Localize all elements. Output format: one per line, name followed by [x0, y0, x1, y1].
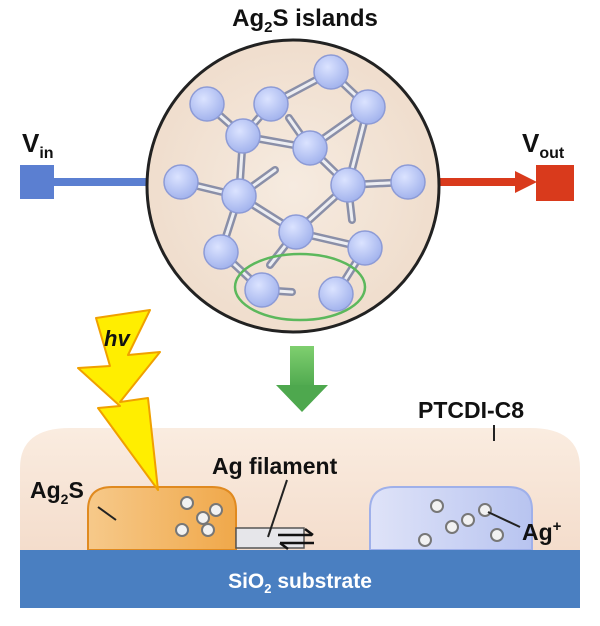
lightning-bolt-icon [77, 309, 161, 491]
island-node [292, 130, 328, 166]
vout-terminal [536, 165, 574, 201]
island-node [330, 167, 366, 203]
island-node [253, 86, 289, 122]
ag-particle [490, 528, 504, 542]
filament-leader [267, 479, 288, 538]
ag-ion-label-main: Ag [522, 519, 553, 545]
substrate-label-sub: 2 [264, 581, 271, 596]
ag-ion-label: Ag+ [522, 518, 562, 545]
ag-particle [180, 496, 194, 510]
island-node [203, 234, 239, 270]
island-node [318, 276, 354, 312]
substrate-layer [20, 550, 580, 608]
substrate-label-tail: substrate [272, 570, 372, 593]
island-node [244, 272, 280, 308]
ag2s-islands-title-tail: S islands [272, 5, 377, 32]
ag-ion-label-sup: + [553, 518, 562, 535]
filament-label: Ag filament [212, 453, 338, 479]
network-nodes [163, 54, 426, 312]
substrate-label: SiO2 substrate [228, 570, 372, 596]
ag2s-label: Ag2S [30, 477, 84, 507]
ag2s-leader [97, 506, 117, 521]
vout-label-sub: out [539, 145, 565, 162]
down-arrow [276, 346, 328, 412]
island-node [225, 118, 261, 154]
vin-terminal [20, 165, 54, 199]
reversible-arrows [278, 528, 314, 550]
ptcdi-label: PTCDI-C8 [418, 397, 524, 423]
ag2s-islands-title-main: Ag [232, 5, 264, 32]
vin-label: Vin [22, 128, 54, 162]
hv-label: hv [104, 326, 131, 351]
ag2s-islands-title-sub: 2 [264, 19, 272, 36]
highlight-ellipse [233, 252, 367, 322]
ag2s-islands-title: Ag2S islands [232, 5, 378, 36]
ag-particle [461, 513, 475, 527]
right-electrode [369, 486, 533, 551]
island-node [189, 86, 225, 122]
ag-particle [175, 523, 189, 537]
island-node [221, 178, 257, 214]
vin-label-main: V [22, 128, 40, 158]
vin-label-sub: in [39, 145, 53, 162]
ag-particle [196, 511, 210, 525]
ag2s-label-sub: 2 [61, 491, 69, 507]
ag2s-label-tail: S [68, 477, 83, 503]
island-node [313, 54, 349, 90]
ag-ion-leader [487, 511, 521, 528]
ag-particle [201, 523, 215, 537]
ag-particle [430, 499, 444, 513]
island-node [278, 214, 314, 250]
ag2s-electrode [87, 486, 237, 551]
island-node [350, 89, 386, 125]
island-node [163, 164, 199, 200]
ag-particle [418, 533, 432, 547]
substrate-label-main: SiO [228, 570, 264, 593]
ag-particle [445, 520, 459, 534]
island-node [347, 230, 383, 266]
ag2s-label-main: Ag [30, 477, 61, 503]
vout-arrow [425, 171, 537, 193]
island-node [390, 164, 426, 200]
vout-label-main: V [522, 128, 540, 158]
ag-particle [209, 503, 223, 517]
ag-particle [478, 503, 492, 517]
vout-label: Vout [522, 128, 565, 162]
